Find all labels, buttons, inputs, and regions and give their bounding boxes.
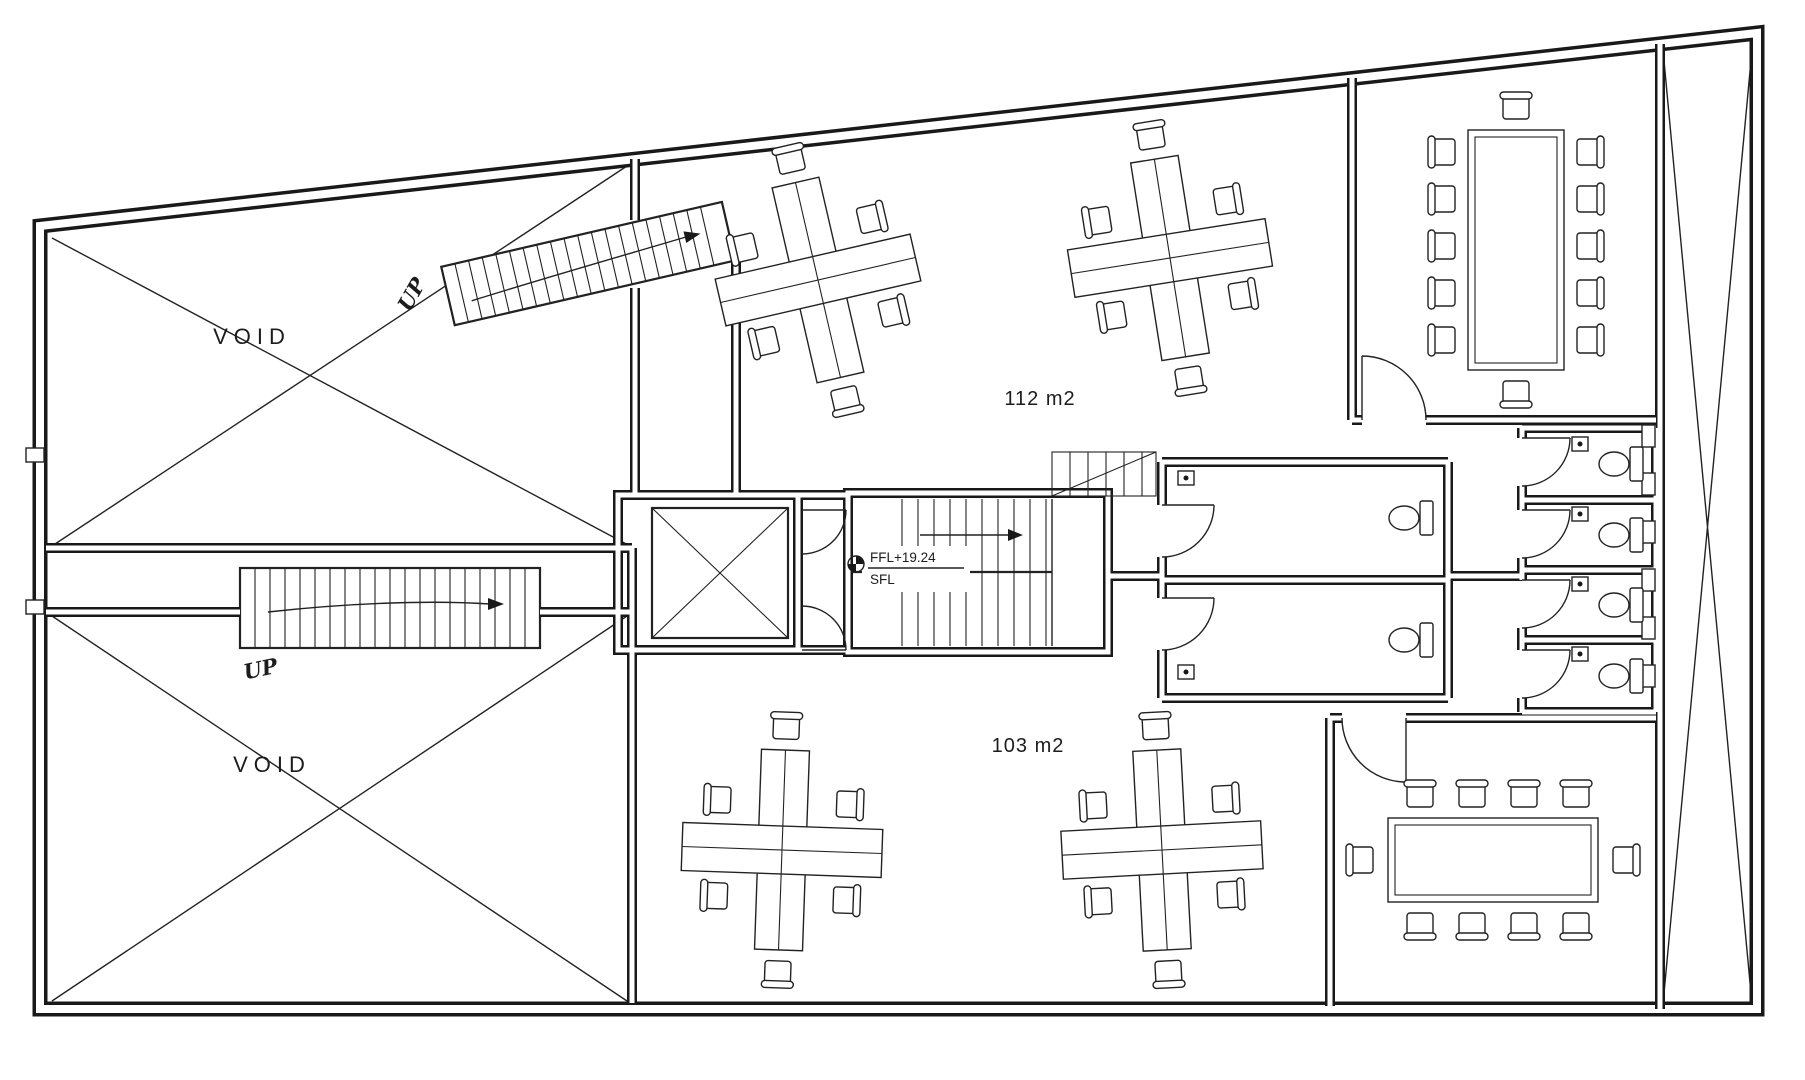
conference-table — [1387, 817, 1599, 903]
sink-icon — [1571, 436, 1589, 452]
chair-icon — [1427, 229, 1456, 263]
toilet-icon — [1598, 517, 1644, 553]
chair-icon — [1403, 779, 1437, 808]
sink-icon — [1571, 506, 1589, 522]
toilet-icon — [1598, 658, 1644, 694]
wall-column — [25, 599, 45, 615]
chair-icon — [1455, 779, 1489, 808]
desk-cluster — [690, 123, 947, 437]
arrowhead — [488, 598, 504, 610]
chair-icon — [1499, 91, 1533, 120]
conference-table — [1467, 129, 1565, 371]
main-staircase — [847, 499, 1053, 646]
chair-icon — [1427, 323, 1456, 357]
interior-walls — [46, 44, 1665, 1009]
chair-icon — [1455, 912, 1489, 941]
toilet-icon — [1388, 622, 1434, 658]
sink-icon — [1571, 646, 1589, 662]
chair-icon — [1576, 182, 1605, 216]
chair-icon — [1576, 323, 1605, 357]
chair-icon — [1403, 912, 1437, 941]
desk-cluster — [1055, 707, 1269, 993]
chair-icon — [1427, 182, 1456, 216]
chair-icon — [1427, 276, 1456, 310]
service-steps — [1051, 451, 1157, 497]
chair-icon — [1612, 843, 1641, 877]
toilet-icon — [1598, 446, 1644, 482]
staircase-lower — [238, 566, 542, 650]
meeting-room-lower — [1345, 779, 1641, 941]
void-lower-label: VOID — [233, 752, 311, 777]
chair-icon — [1576, 229, 1605, 263]
staircase-upper — [439, 200, 737, 327]
desk-cluster — [1050, 106, 1291, 410]
up-lower-label: UP — [241, 653, 281, 685]
chair-icon — [1559, 912, 1593, 941]
void-upper-label: VOID — [213, 324, 291, 349]
sink-icon — [1177, 470, 1195, 486]
chair-icon — [1507, 779, 1541, 808]
chair-icon — [1559, 779, 1593, 808]
riser-panels — [1641, 424, 1656, 688]
exterior-walls — [32, 24, 1765, 1017]
right-shaft-cross — [1662, 49, 1753, 1005]
ffl-label: FFL+19.24 — [870, 550, 936, 565]
area-lower-label: 103 m2 — [992, 735, 1065, 757]
chair-icon — [1427, 135, 1456, 169]
chair-icon — [1576, 135, 1605, 169]
void-cross-upper — [51, 163, 631, 547]
level-benchmark-icon — [847, 555, 865, 573]
arrowhead — [683, 231, 701, 244]
toilet-icon — [1598, 587, 1644, 623]
sink-icon — [1177, 664, 1195, 680]
chair-icon — [1499, 380, 1533, 409]
chair-icon — [1507, 912, 1541, 941]
sink-icon — [1571, 576, 1589, 592]
stair-direction-arrow — [267, 601, 491, 613]
wall-column — [25, 447, 45, 463]
void-cross-lower — [51, 615, 628, 1002]
arrowhead — [1008, 529, 1023, 541]
door-swings — [801, 355, 1571, 783]
elevator-shaft — [650, 506, 790, 640]
area-upper-label: 112 m2 — [1004, 388, 1075, 410]
stair-direction-arrow — [471, 236, 687, 302]
meeting-room-upper — [1427, 91, 1605, 409]
chair-icon — [1576, 276, 1605, 310]
toilet-icon — [1388, 500, 1434, 536]
up-upper-label: UP — [392, 272, 431, 315]
chair-icon — [1345, 843, 1374, 877]
desk-cluster — [677, 709, 887, 992]
sfl-label: SFL — [870, 572, 895, 587]
